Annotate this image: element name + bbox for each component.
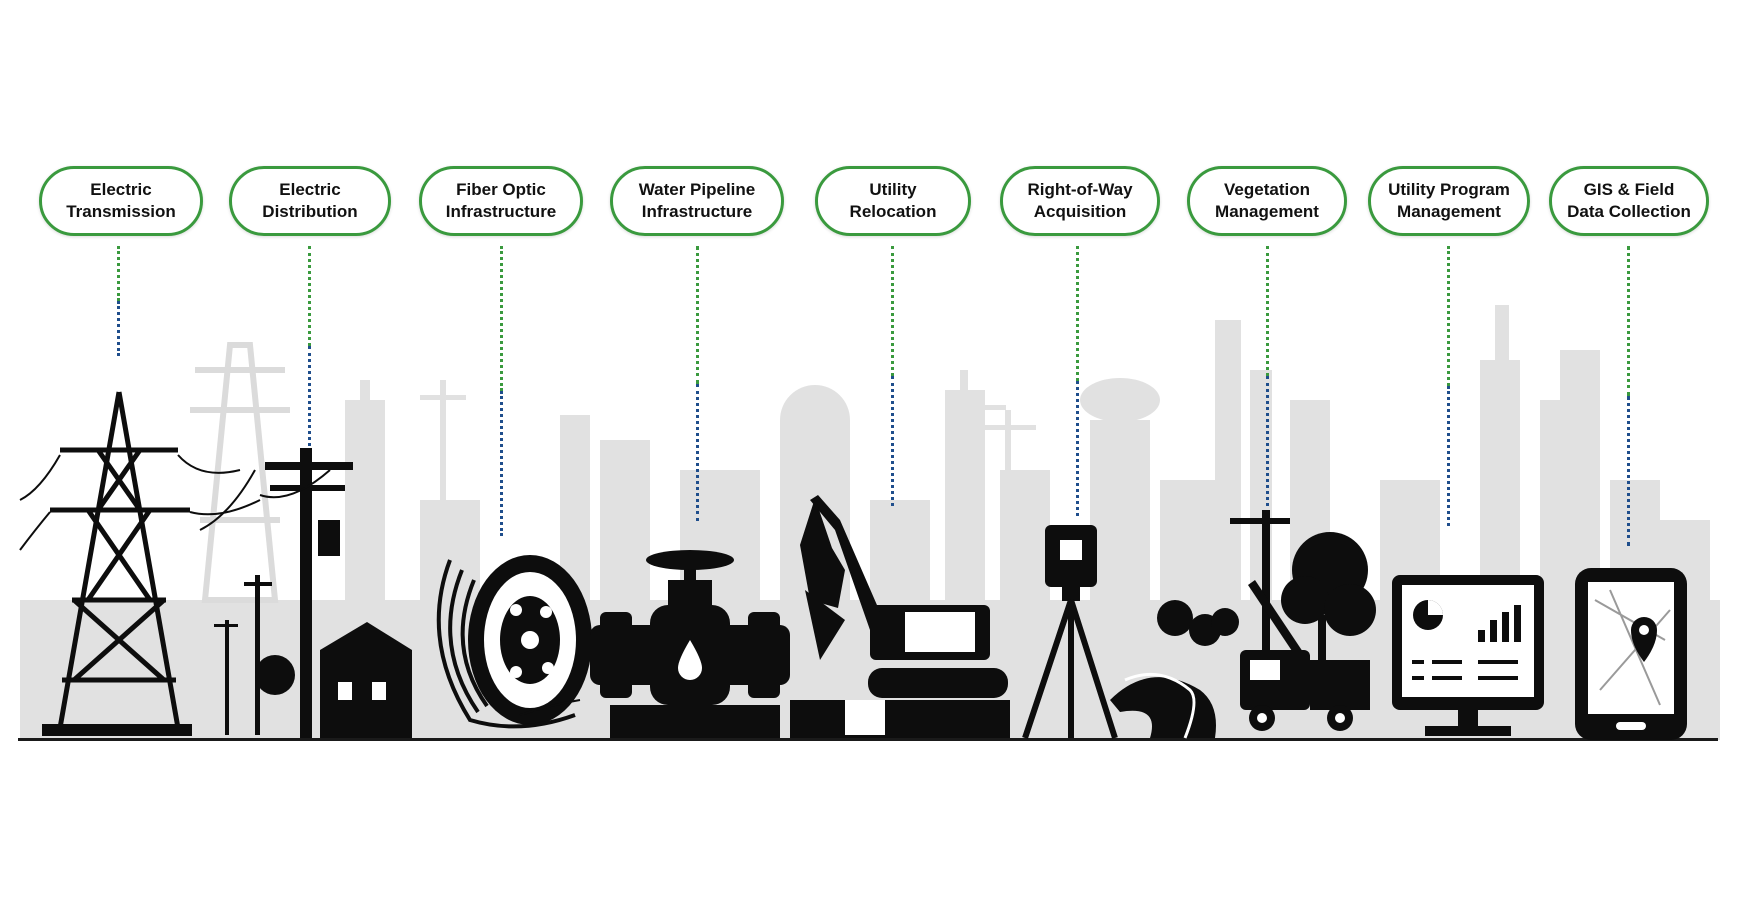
ground-line xyxy=(18,738,1718,741)
bucket-truck-trees-icon xyxy=(1230,510,1376,731)
excavator-icon xyxy=(790,495,1010,738)
leader-utility-relocation xyxy=(891,246,894,506)
pill-electric-transmission: Electric Transmission xyxy=(39,166,203,236)
pill-line-1: Water Pipeline xyxy=(638,180,756,199)
pill-line-1: Utility xyxy=(869,180,917,199)
pill-right-of-way: Right-of-Way Acquisition xyxy=(1000,166,1160,236)
transmission-tower-icon xyxy=(19,391,261,736)
leader-water-pipeline xyxy=(696,246,699,521)
pill-line-2: Distribution xyxy=(262,202,358,221)
pill-program-management: Utility Program Management xyxy=(1368,166,1530,236)
leader-vegetation xyxy=(1266,246,1269,506)
pill-electric-distribution: Electric Distribution xyxy=(229,166,391,236)
pill-line-1: Fiber Optic xyxy=(456,180,546,199)
pill-line-1: GIS & Field xyxy=(1583,180,1675,199)
leader-program-management xyxy=(1447,246,1450,526)
pill-line-2: Data Collection xyxy=(1567,202,1691,221)
pill-fiber-optic: Fiber Optic Infrastructure xyxy=(419,166,583,236)
water-valve-pipeline-icon xyxy=(590,550,790,738)
pill-line-2: Management xyxy=(1397,202,1501,221)
pill-line-2: Relocation xyxy=(849,202,937,221)
pill-gis: GIS & Field Data Collection xyxy=(1549,166,1709,236)
pill-line-1: Right-of-Way xyxy=(1027,180,1133,199)
leader-electric-distribution xyxy=(308,246,311,446)
pill-line-1: Electric xyxy=(90,180,152,199)
pill-line-1: Vegetation xyxy=(1224,180,1310,199)
pill-line-2: Management xyxy=(1215,202,1319,221)
gis-tablet-map-icon xyxy=(1575,568,1687,740)
leader-electric-transmission xyxy=(117,246,120,356)
pill-line-1: Electric xyxy=(279,180,341,199)
pill-line-1: Utility Program xyxy=(1388,180,1510,199)
leader-right-of-way xyxy=(1076,246,1079,516)
fiber-optic-reel-icon xyxy=(436,555,592,729)
dashboard-monitor-icon xyxy=(1392,575,1544,736)
pill-line-2: Transmission xyxy=(66,202,176,221)
pill-line-2: Acquisition xyxy=(1033,202,1127,221)
pill-line-2: Infrastructure xyxy=(445,202,557,221)
survey-tripod-icon xyxy=(1022,525,1239,739)
pill-line-2: Infrastructure xyxy=(641,202,753,221)
pill-water-pipeline: Water Pipeline Infrastructure xyxy=(610,166,784,236)
leader-fiber-optic xyxy=(500,246,503,536)
utility-pole-house-icon xyxy=(199,448,412,738)
pill-utility-relocation: Utility Relocation xyxy=(815,166,971,236)
pill-vegetation: Vegetation Management xyxy=(1187,166,1347,236)
leader-gis xyxy=(1627,246,1630,546)
